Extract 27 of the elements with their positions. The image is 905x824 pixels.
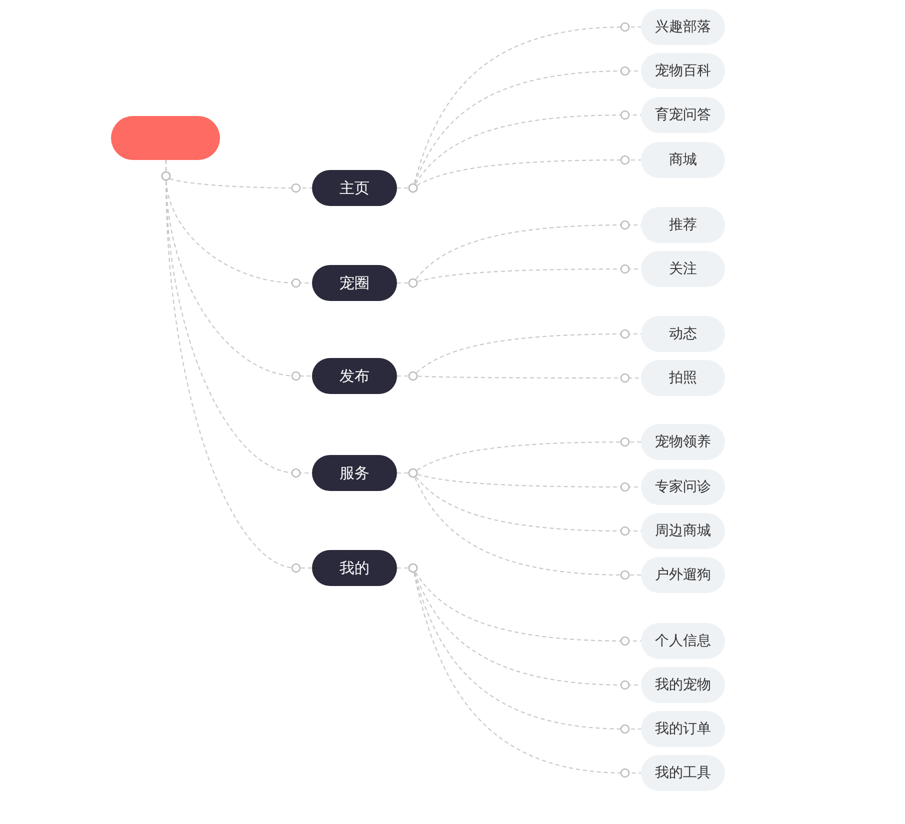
feature-pill: 专家问诊 bbox=[641, 469, 725, 505]
feature-pill: 拍照 bbox=[641, 360, 725, 396]
feature-pill: 我的订单 bbox=[641, 711, 725, 747]
feature-pill: 宠物百科 bbox=[641, 53, 725, 89]
category-pill: 宠圈 bbox=[312, 265, 397, 301]
connector-line bbox=[397, 468, 641, 580]
connector-line bbox=[397, 264, 641, 288]
feature-pill: 户外遛狗 bbox=[641, 557, 725, 593]
feature-pill: 关注 bbox=[641, 251, 725, 287]
category-pill: 服务 bbox=[312, 455, 397, 491]
feature-pill: 我的工具 bbox=[641, 755, 725, 791]
feature-pill: 宠物领养 bbox=[641, 424, 725, 460]
feature-pill: 兴趣部落 bbox=[641, 9, 725, 45]
feature-pill: 动态 bbox=[641, 316, 725, 352]
feature-pill: 推荐 bbox=[641, 207, 725, 243]
connector-line bbox=[397, 371, 641, 383]
feature-pill: 个人信息 bbox=[641, 623, 725, 659]
feature-pill: 育宠问答 bbox=[641, 97, 725, 133]
category-pill: 我的 bbox=[312, 550, 397, 586]
feature-pill: 商城 bbox=[641, 142, 725, 178]
feature-pill: 周边商城 bbox=[641, 513, 725, 549]
connector-line bbox=[397, 563, 641, 778]
category-pill: 发布 bbox=[312, 358, 397, 394]
connector-line bbox=[397, 155, 641, 193]
feature-pill: 我的宠物 bbox=[641, 667, 725, 703]
root-pill bbox=[111, 116, 220, 160]
category-pill: 主页 bbox=[312, 170, 397, 206]
